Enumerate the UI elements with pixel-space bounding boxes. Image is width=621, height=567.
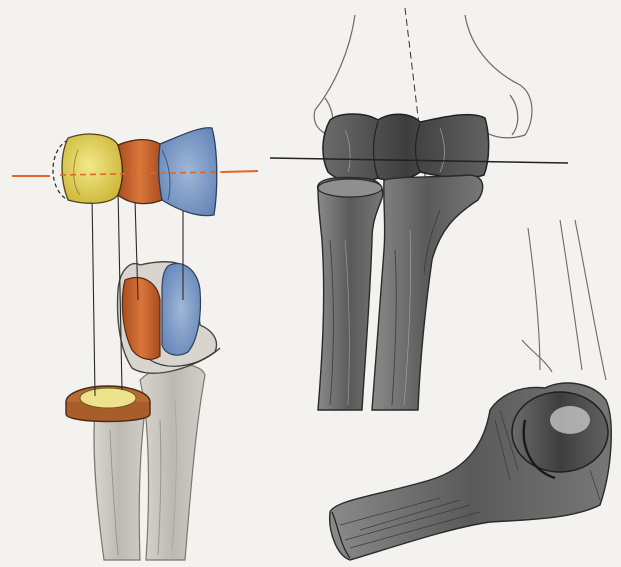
head-of-radius [66,386,150,422]
humeral-articular-surfaces [53,128,217,216]
capitulum-humeri [62,134,123,203]
elbow-joint-front-view [270,8,568,410]
trochlea-middle [118,140,162,204]
trochlea-medial [159,128,217,216]
exploded-joint-surfaces [12,128,258,560]
ulna-front [372,175,483,410]
trochlear-notch-of-ulna [118,262,220,373]
radius-front [318,178,383,411]
elbow-joint-side-view [330,220,612,560]
humerus-side-outline [522,220,606,380]
